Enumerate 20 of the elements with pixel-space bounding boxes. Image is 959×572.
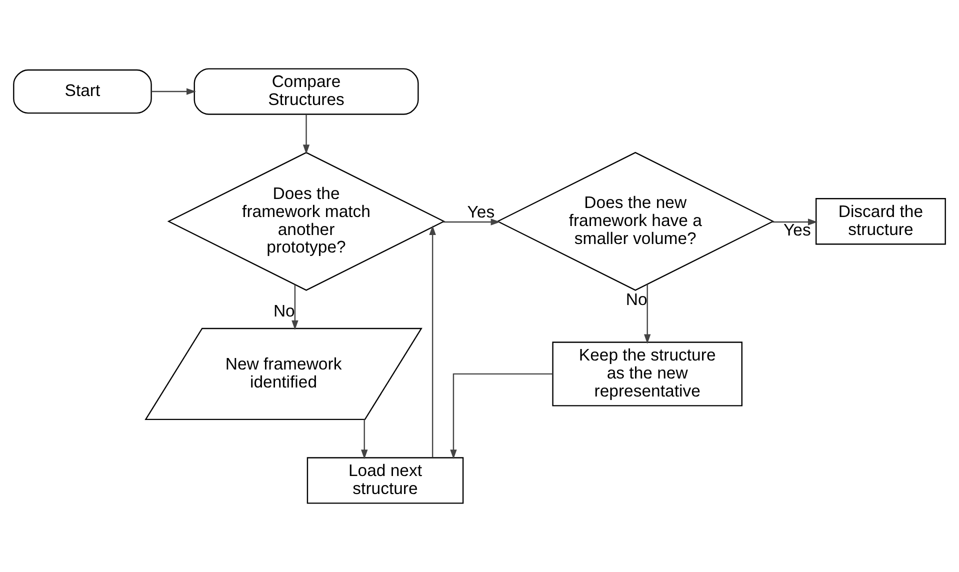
arrow xyxy=(151,88,196,95)
arrow xyxy=(292,284,298,330)
edge-label: No xyxy=(273,301,295,320)
edge-label: No xyxy=(626,290,648,310)
arrow xyxy=(644,284,651,344)
arrow xyxy=(442,218,500,226)
arrow xyxy=(302,114,310,154)
arrow xyxy=(450,373,553,460)
arrow xyxy=(772,218,818,226)
edge-label: Yes xyxy=(467,202,495,222)
node-box: Keep the structure as the new representative xyxy=(552,342,742,406)
node-box: Discard the structure xyxy=(816,198,946,245)
node-box: Compare Structures xyxy=(194,68,419,115)
arrow xyxy=(429,225,436,458)
node-diamond: Does the new framework have a smaller volume? xyxy=(496,152,774,291)
node-box: Load next structure xyxy=(306,457,464,504)
node-diamond: Does the framework match another prototype? xyxy=(167,152,446,291)
node-box: Start xyxy=(13,69,152,114)
edge-label: Yes xyxy=(784,220,811,240)
arrow xyxy=(361,419,368,460)
